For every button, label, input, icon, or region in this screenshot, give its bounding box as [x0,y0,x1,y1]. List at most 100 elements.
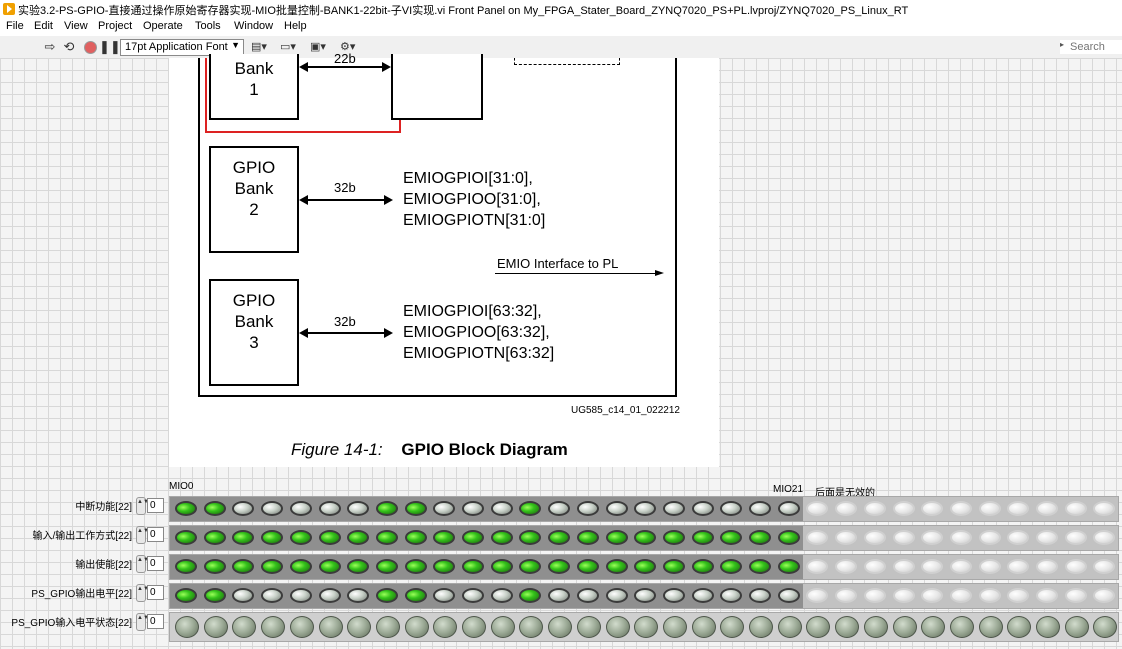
led-indicator[interactable] [720,559,743,574]
led-indicator[interactable] [806,559,829,574]
led-indicator[interactable] [863,530,886,545]
led-indicator[interactable] [462,501,484,516]
led-indicator[interactable] [1064,616,1089,638]
align-objects-icon[interactable]: ▤▾ [251,41,267,53]
led-indicator[interactable] [1093,530,1116,545]
menu-file[interactable]: File [6,20,24,32]
led-indicator[interactable] [1007,559,1030,574]
led-indicator[interactable] [462,588,484,603]
pause-icon[interactable]: ❚❚ [99,39,121,54]
led-indicator[interactable] [289,530,312,545]
led-indicator[interactable] [519,501,542,516]
run-continuously-icon[interactable]: ⟲ [63,39,75,54]
index-spinner-icon[interactable]: ▲▼ [136,613,149,631]
led-indicator[interactable] [777,501,800,516]
led-indicator[interactable] [375,501,398,516]
led-indicator[interactable] [318,588,341,603]
led-indicator[interactable] [634,616,659,638]
led-indicator[interactable] [232,616,257,638]
led-indicator[interactable] [749,616,773,638]
led-indicator[interactable] [433,588,456,603]
led-indicator[interactable] [720,501,743,516]
led-indicator[interactable] [634,530,657,545]
led-indicator[interactable] [806,588,829,603]
led-indicator[interactable] [232,501,255,516]
led-indicator[interactable] [1093,616,1118,638]
led-indicator[interactable] [433,616,458,638]
menu-tools[interactable]: Tools [195,20,221,32]
led-indicator[interactable] [548,530,571,545]
led-indicator[interactable] [490,616,515,638]
led-indicator[interactable] [576,530,599,545]
led-indicator[interactable] [835,501,858,516]
led-indicator[interactable] [605,588,628,603]
led-indicator[interactable] [490,501,513,516]
led-indicator[interactable] [978,559,1001,574]
led-indicator[interactable] [490,559,513,574]
led-indicator[interactable] [691,501,714,516]
led-indicator[interactable] [318,559,341,574]
led-indicator[interactable] [347,501,370,516]
index-spinner-icon[interactable]: ▲▼ [136,497,149,515]
led-indicator[interactable] [433,530,456,545]
led-indicator[interactable] [232,530,255,545]
led-indicator[interactable] [605,616,630,638]
led-indicator[interactable] [261,501,284,516]
led-indicator[interactable] [1036,530,1058,545]
run-arrow-icon[interactable]: ⇨ [44,39,56,54]
led-indicator[interactable] [175,530,197,545]
led-indicator[interactable] [404,530,427,545]
led-indicator[interactable] [548,616,573,638]
led-indicator[interactable] [835,559,858,574]
led-indicator[interactable] [1036,501,1058,516]
led-indicator[interactable] [576,501,599,516]
led-indicator[interactable] [949,588,972,603]
led-indicator[interactable] [375,559,398,574]
led-indicator[interactable] [175,559,197,574]
led-indicator[interactable] [203,501,226,516]
abort-icon[interactable] [82,39,98,55]
array-index-input[interactable] [147,585,164,600]
menu-edit[interactable]: Edit [34,20,53,32]
led-indicator[interactable] [892,501,915,516]
led-indicator[interactable] [863,559,886,574]
led-indicator[interactable] [835,588,858,603]
led-indicator[interactable] [921,616,946,638]
led-indicator[interactable] [662,616,687,638]
led-indicator[interactable] [921,588,944,603]
font-selector[interactable]: 17pt Application Font ▼ [120,39,244,56]
led-indicator[interactable] [978,501,1001,516]
led-indicator[interactable] [749,501,771,516]
led-indicator[interactable] [1064,501,1087,516]
led-indicator[interactable] [1093,559,1116,574]
led-indicator[interactable] [175,501,197,516]
led-indicator[interactable] [490,530,513,545]
led-indicator[interactable] [662,501,685,516]
led-indicator[interactable] [347,616,372,638]
led-indicator[interactable] [232,559,255,574]
index-spinner-icon[interactable]: ▲▼ [136,584,149,602]
led-indicator[interactable] [749,588,771,603]
led-indicator[interactable] [1064,588,1087,603]
led-indicator[interactable] [978,530,1001,545]
led-indicator[interactable] [892,559,915,574]
led-indicator[interactable] [777,616,802,638]
led-indicator[interactable] [203,559,226,574]
led-indicator[interactable] [749,559,771,574]
led-indicator[interactable] [662,588,685,603]
led-indicator[interactable] [720,530,743,545]
menu-window[interactable]: Window [234,20,274,32]
led-indicator[interactable] [978,616,1003,638]
array-index-input[interactable] [147,556,164,571]
led-indicator[interactable] [404,501,427,516]
led-indicator[interactable] [1007,588,1030,603]
array-index-input[interactable] [147,527,164,542]
led-indicator[interactable] [203,616,228,638]
led-indicator[interactable] [835,530,858,545]
led-indicator[interactable] [605,501,628,516]
led-indicator[interactable] [375,616,400,638]
led-indicator[interactable] [289,616,314,638]
led-indicator[interactable] [1007,616,1032,638]
led-indicator[interactable] [261,559,284,574]
led-indicator[interactable] [175,588,197,603]
